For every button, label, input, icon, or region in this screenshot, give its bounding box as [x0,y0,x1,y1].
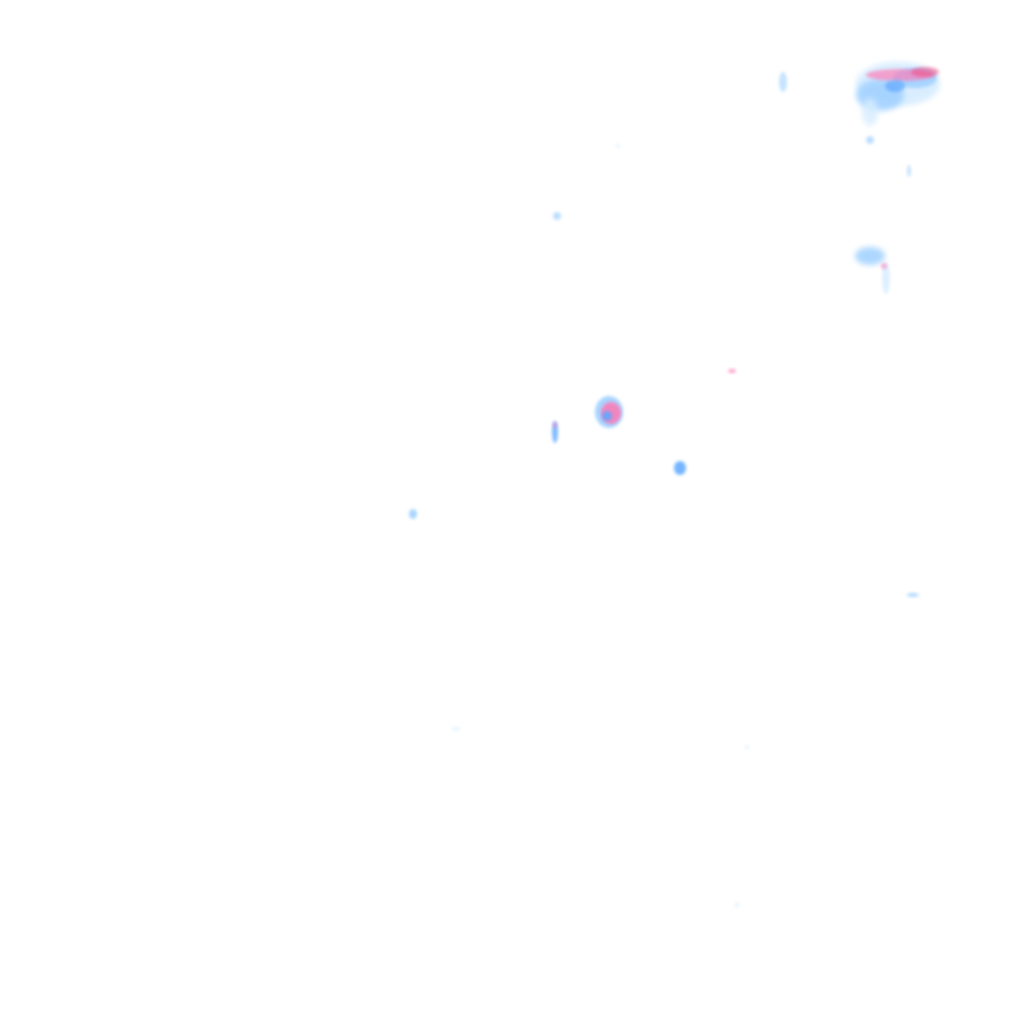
precip-cell-dot-west [409,509,417,519]
precip-blob [452,727,460,731]
precip-blob [885,80,905,92]
precip-blob [745,745,749,749]
precip-cell-dash-east-south [907,593,919,597]
precip-cell-band-east [855,247,890,294]
precip-blob [553,422,557,428]
precip-blob [674,461,686,475]
precipitation-layer [409,62,940,908]
precip-blob [881,263,887,269]
precip-blob [779,72,787,92]
precip-cell-cell-center-south [674,461,686,475]
precip-cell-speck-center-east [728,369,736,373]
precip-blob [882,262,890,294]
precip-blob [907,593,919,597]
precip-blob [855,247,885,265]
precip-cell-streak-center-west [552,421,558,443]
precip-cell-speck-south-3 [735,902,739,908]
precip-blob [907,165,911,177]
precip-blob [602,411,612,421]
precip-cell-speck-north [907,165,911,177]
precip-blob [409,509,417,519]
precip-cell-dot-north-center [553,212,561,220]
precip-blob [616,144,620,148]
precip-cell-dot-north-east-small [616,144,620,148]
precip-cell-speck-south-2 [745,745,749,749]
precip-cell-speck-south-1 [452,727,460,731]
precip-blob [866,136,874,144]
precip-blob [728,369,736,373]
precip-blob [911,67,939,77]
precip-blob [553,212,561,220]
precip-blob [862,98,878,126]
precip-blob [735,902,739,908]
precip-cell-cluster-north-east [779,62,940,144]
precip-cell-cell-center [595,396,623,428]
